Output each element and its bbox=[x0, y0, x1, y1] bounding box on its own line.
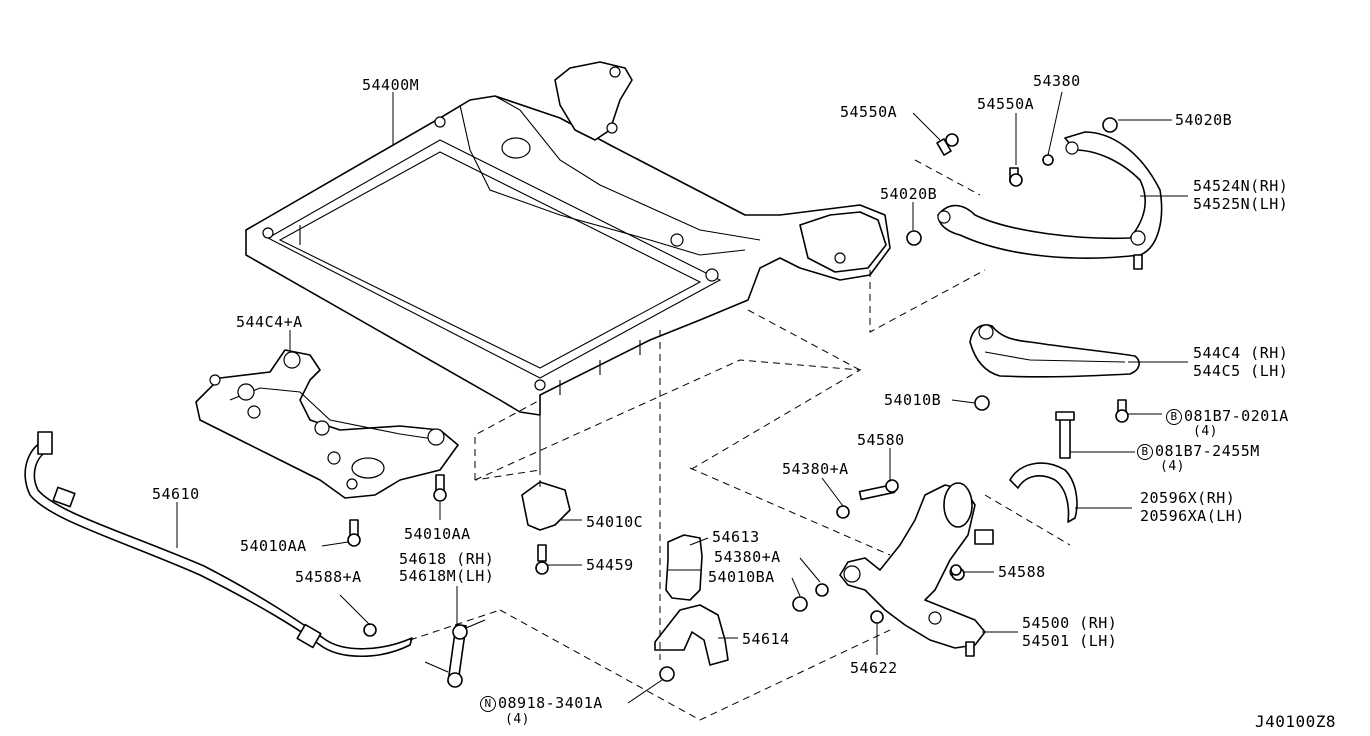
label-54614: 54614 bbox=[742, 630, 790, 648]
label-54622: 54622 bbox=[850, 659, 898, 677]
label-54010AA-1: 54010AA bbox=[240, 537, 307, 555]
fasteners bbox=[347, 117, 1129, 682]
label-08918-qty: (4) bbox=[505, 712, 530, 727]
n-marker: N bbox=[480, 696, 496, 712]
label-54010C: 54010C bbox=[586, 513, 644, 531]
label-54380A-1: 54380+A bbox=[782, 460, 849, 478]
label-54618M: 54618M(LH) bbox=[399, 567, 495, 585]
label-54618: 54618 (RH) bbox=[399, 550, 495, 568]
label-54010AA-2: 54010AA bbox=[404, 525, 471, 543]
bushing-54613 bbox=[665, 534, 703, 601]
label-54550A-2: 54550A bbox=[977, 95, 1035, 113]
knuckle-54500 bbox=[839, 482, 994, 657]
label-54500: 54500 (RH) bbox=[1022, 614, 1118, 632]
label-20596XA: 20596XA(LH) bbox=[1140, 507, 1245, 525]
diagram-code: J40100Z8 bbox=[1255, 712, 1337, 731]
label-54380: 54380 bbox=[1033, 72, 1081, 90]
label-54010B: 54010B bbox=[884, 391, 942, 409]
lower-member-544C4A bbox=[195, 349, 459, 499]
label-544C4: 544C4 (RH) bbox=[1193, 344, 1289, 362]
label-54020B-1: 54020B bbox=[1175, 111, 1233, 129]
label-54380A-2: 54380+A bbox=[714, 548, 781, 566]
heat-shield-20596X bbox=[1009, 462, 1078, 523]
label-54580: 54580 bbox=[857, 431, 905, 449]
upper-link-54524N bbox=[937, 131, 1163, 270]
bracket-54614 bbox=[654, 604, 729, 666]
label-544C5: 544C5 (LH) bbox=[1193, 362, 1289, 380]
label-54400M: 54400M bbox=[362, 76, 420, 94]
stabilizer-bar-54610 bbox=[24, 431, 413, 658]
label-54588: 54588 bbox=[998, 563, 1046, 581]
label-54501: 54501 (LH) bbox=[1022, 632, 1118, 650]
b-marker: B bbox=[1166, 409, 1182, 425]
label-54524N: 54524N(RH) bbox=[1193, 177, 1289, 195]
b-marker: B bbox=[1137, 444, 1153, 460]
label-081B7-2455M-qty: (4) bbox=[1160, 459, 1185, 474]
label-54550A-1: 54550A bbox=[840, 103, 898, 121]
label-54459: 54459 bbox=[586, 556, 634, 574]
leader-lines bbox=[176, 91, 1188, 704]
label-54588A: 54588+A bbox=[295, 568, 362, 586]
stabilizer-link-54618 bbox=[424, 619, 486, 688]
label-544C4A: 544C4+A bbox=[236, 313, 303, 331]
label-54010BA: 54010BA bbox=[708, 568, 775, 586]
label-54610: 54610 bbox=[152, 485, 200, 503]
label-081B7-0201A-qty: (4) bbox=[1193, 424, 1218, 439]
assembly-dash-lines bbox=[409, 159, 1071, 721]
front-subframe-54400M bbox=[245, 61, 891, 416]
label-54020B-2: 54020B bbox=[880, 185, 938, 203]
lower-link-544C4 bbox=[969, 324, 1140, 378]
label-20596X: 20596X(RH) bbox=[1140, 489, 1236, 507]
label-54525N: 54525N(LH) bbox=[1193, 195, 1289, 213]
bracket-54010C bbox=[521, 481, 571, 531]
label-54613: 54613 bbox=[712, 528, 760, 546]
